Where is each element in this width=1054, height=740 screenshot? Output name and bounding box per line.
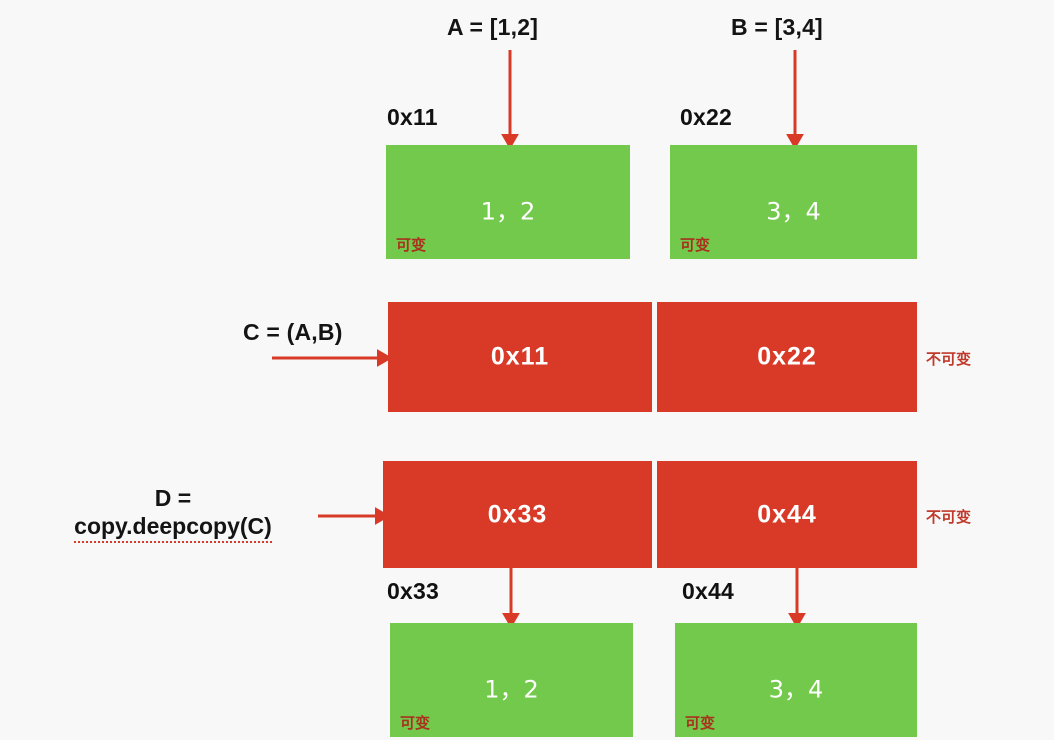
address-label-0x22: 0x22 — [680, 104, 732, 130]
list-box-d1-value: 3，4 — [768, 675, 824, 704]
list-box-b-mutable-tag: 可变 — [680, 236, 711, 254]
label-b-assignment: B = [3,4] — [731, 14, 823, 40]
tuple-box-d-immutable-tag: 不可变 — [926, 508, 972, 526]
label-d-assignment-line1: D = — [154, 485, 192, 511]
list-box-d1[interactable]: 3，4 可变 — [675, 623, 917, 737]
label-d-assignment-line2: copy.deepcopy(C) — [74, 512, 272, 544]
list-box-b-value: 3，4 — [766, 197, 821, 226]
tuple-box-d-cell-1-value: 0x44 — [757, 500, 817, 528]
list-box-a-mutable-tag: 可变 — [396, 236, 427, 254]
list-box-b[interactable]: 3，4 可变 — [670, 145, 917, 259]
tuple-box-c-immutable-tag: 不可变 — [926, 350, 972, 368]
label-d-assignment: D = copy.deepcopy(C) — [38, 484, 308, 544]
label-c-assignment: C = (A,B) — [243, 319, 343, 345]
tuple-box-d[interactable]: 0x33 0x44 — [383, 461, 917, 568]
tuple-box-d-cell-0[interactable]: 0x33 — [383, 461, 652, 568]
tuple-box-c-cell-0[interactable]: 0x11 — [388, 302, 652, 412]
list-box-d1-mutable-tag: 可变 — [685, 714, 716, 732]
tuple-box-d-cell-1[interactable]: 0x44 — [657, 461, 917, 568]
tuple-box-c[interactable]: 0x11 0x22 — [388, 302, 917, 412]
tuple-box-c-cell-0-value: 0x11 — [490, 342, 550, 371]
list-box-d0[interactable]: 1，2 可变 — [390, 623, 633, 737]
list-box-a-value: 1，2 — [480, 197, 536, 226]
list-box-a[interactable]: 1，2 可变 — [386, 145, 630, 259]
list-box-d0-mutable-tag: 可变 — [400, 714, 431, 732]
tuple-box-d-divider — [652, 461, 657, 568]
address-label-0x44: 0x44 — [682, 578, 734, 604]
address-label-0x11: 0x11 — [387, 104, 438, 130]
tuple-box-d-cell-0-value: 0x33 — [487, 500, 548, 528]
address-label-0x33: 0x33 — [387, 578, 439, 604]
tuple-box-c-cell-1[interactable]: 0x22 — [657, 302, 917, 412]
list-box-d0-value: 1，2 — [484, 675, 539, 704]
tuple-box-c-divider — [652, 302, 657, 412]
label-a-assignment: A = [1,2] — [447, 14, 539, 40]
tuple-box-c-cell-1-value: 0x22 — [757, 342, 817, 371]
